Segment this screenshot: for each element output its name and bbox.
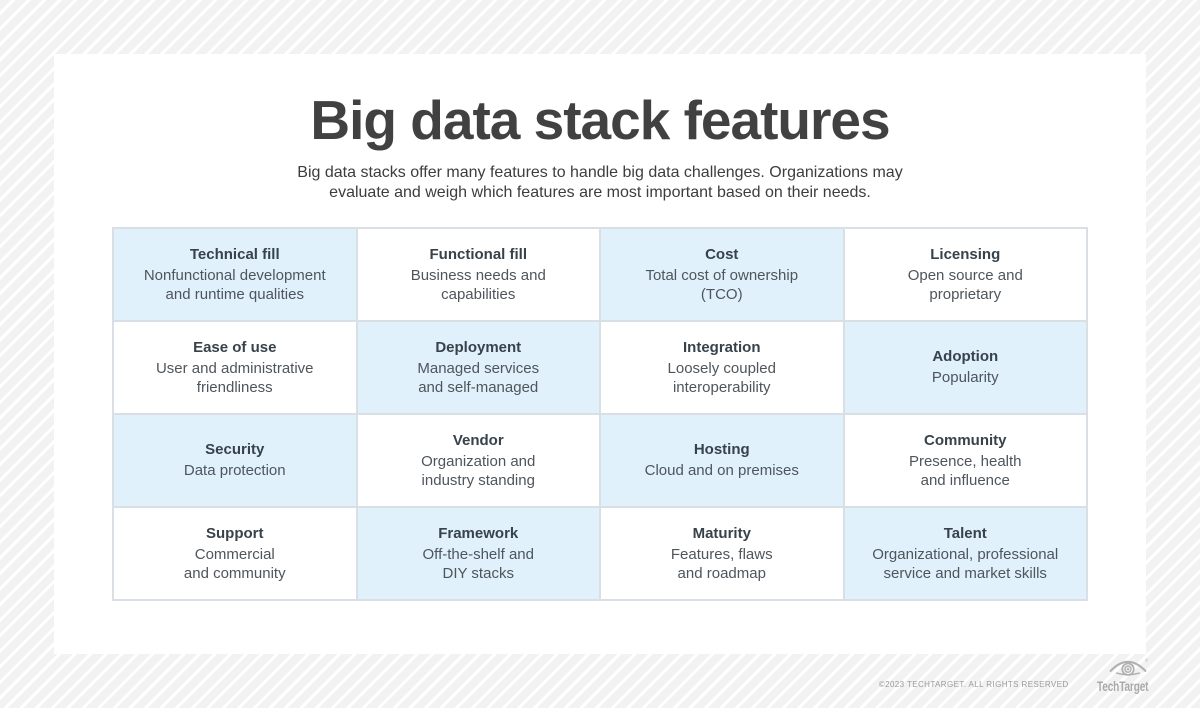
feature-cell-ease-of-use: Ease of use User and administrative frie… bbox=[114, 322, 356, 413]
feature-title: Integration bbox=[683, 338, 761, 356]
feature-cell-deployment: Deployment Managed services and self-man… bbox=[357, 322, 599, 413]
feature-description: Features, flaws and roadmap bbox=[670, 545, 773, 582]
feature-description: Open source and proprietary bbox=[907, 266, 1023, 303]
feature-description: User and administrative friendliness bbox=[155, 359, 314, 396]
feature-cell-vendor: Vendor Organization and industry standin… bbox=[357, 415, 599, 506]
eye-target-icon: ® bbox=[1109, 658, 1148, 676]
feature-title: Vendor bbox=[452, 431, 504, 449]
feature-title: Ease of use bbox=[193, 338, 277, 356]
feature-description: Commercial and community bbox=[183, 545, 286, 582]
feature-description: Loosely coupled interoperability bbox=[667, 359, 776, 396]
feature-cell-hosting: Hosting Cloud and on premises bbox=[601, 415, 843, 506]
page-title: Big data stack features bbox=[310, 89, 890, 151]
feature-description: Off-the-shelf and DIY stacks bbox=[422, 545, 534, 582]
feature-title: Hosting bbox=[693, 441, 750, 458]
feature-cell-integration: Integration Loosely coupled interoperabi… bbox=[601, 322, 843, 413]
infographic-card: Big data stack features Big data stacks … bbox=[54, 54, 1146, 654]
feature-description: Nonfunctional development and runtime qu… bbox=[143, 266, 326, 303]
feature-title: Maturity bbox=[692, 524, 751, 542]
feature-title: Adoption bbox=[932, 348, 999, 365]
copyright-text: ©2023 TECHTARGET. ALL RIGHTS RESERVED bbox=[878, 680, 1069, 689]
feature-title: Security bbox=[205, 441, 265, 458]
feature-title: Functional fill bbox=[429, 245, 528, 263]
feature-title: Cost bbox=[705, 245, 739, 263]
feature-cell-framework: Framework Off-the-shelf and DIY stacks bbox=[357, 508, 599, 599]
page-subtitle: Big data stacks offer many features to h… bbox=[297, 163, 903, 201]
feature-cell-functional-fill: Functional fill Business needs and capab… bbox=[357, 229, 599, 320]
feature-cell-support: Support Commercial and community bbox=[114, 508, 356, 599]
feature-title: Talent bbox=[943, 524, 987, 542]
footer: ©2023 TECHTARGET. ALL RIGHTS RESERVED ® … bbox=[879, 657, 1148, 693]
feature-description: Managed services and self-managed bbox=[417, 359, 540, 396]
feature-title: Community bbox=[924, 431, 1007, 449]
feature-title: Framework bbox=[438, 524, 519, 542]
feature-description: Popularity bbox=[931, 369, 999, 386]
feature-cell-security: Security Data protection bbox=[114, 415, 356, 506]
feature-description: Organizational, professional service and… bbox=[872, 545, 1059, 582]
feature-cell-technical-fill: Technical fill Nonfunctional development… bbox=[114, 229, 356, 320]
feature-description: Total cost of ownership (TCO) bbox=[645, 266, 799, 303]
feature-cell-licensing: Licensing Open source and proprietary bbox=[844, 229, 1086, 320]
feature-cell-community: Community Presence, health and influence bbox=[844, 415, 1086, 506]
registered-mark: ® bbox=[1145, 658, 1148, 663]
feature-title: Technical fill bbox=[189, 245, 280, 263]
feature-title: Support bbox=[206, 524, 264, 542]
feature-title: Deployment bbox=[435, 338, 522, 356]
features-grid: Technical fill Nonfunctional development… bbox=[112, 227, 1088, 601]
feature-cell-adoption: Adoption Popularity bbox=[844, 322, 1086, 413]
feature-cell-talent: Talent Organizational, professional serv… bbox=[844, 508, 1086, 599]
feature-cell-maturity: Maturity Features, flaws and roadmap bbox=[601, 508, 843, 599]
techtarget-logo-text: TechTarget bbox=[1096, 678, 1149, 694]
feature-title: Licensing bbox=[930, 245, 1001, 263]
feature-description: Data protection bbox=[183, 462, 286, 479]
techtarget-logo: ® TechTarget bbox=[1077, 657, 1149, 694]
feature-description: Cloud and on premises bbox=[644, 462, 799, 479]
feature-description: Organization and industry standing bbox=[421, 452, 536, 489]
feature-description: Presence, health and influence bbox=[908, 452, 1022, 489]
feature-cell-cost: Cost Total cost of ownership (TCO) bbox=[601, 229, 843, 320]
feature-description: Business needs and capabilities bbox=[410, 266, 546, 303]
